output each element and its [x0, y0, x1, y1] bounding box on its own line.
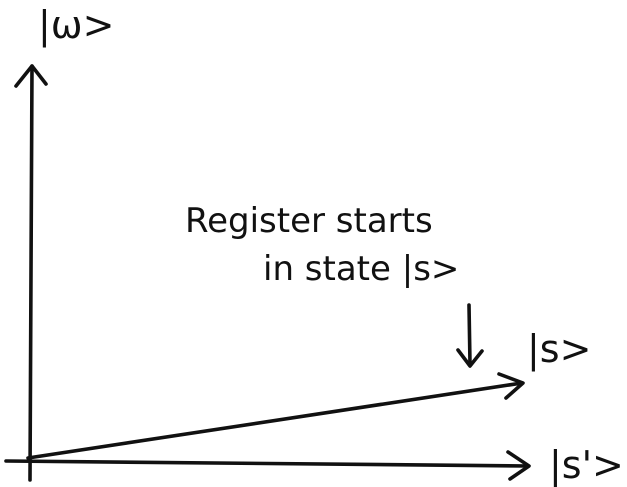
- state-vector-s: [26, 372, 525, 460]
- horizontal-axis-label: |s'>: [549, 443, 624, 487]
- annotation-line-2: in state |s>: [263, 249, 459, 289]
- vertical-axis-label: |ω>: [38, 3, 114, 48]
- s-vector-label: |s>: [527, 327, 591, 372]
- vertical-axis: [14, 64, 48, 482]
- annotation-arrow: [456, 303, 484, 368]
- horizontal-axis: [4, 450, 531, 481]
- annotation-line-1: Register starts: [185, 201, 433, 241]
